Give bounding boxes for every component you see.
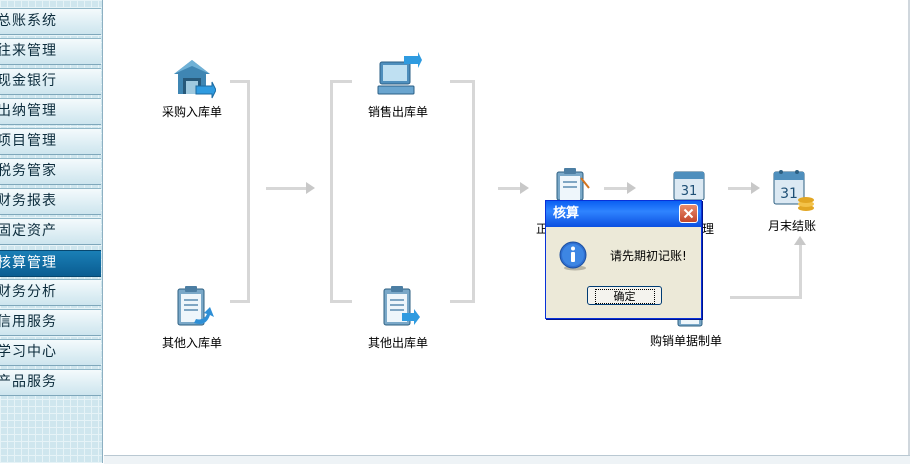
ok-button-label: 确定 [594,288,655,304]
alert-dialog: 核算 请先期初记账! 确定 [545,200,702,319]
sidebar-item-fixed-assets[interactable]: 固定资产 [0,218,101,245]
svg-text:31: 31 [780,186,798,202]
close-icon [683,208,694,219]
ok-button[interactable]: 确定 [587,286,662,305]
node-other-inbound[interactable]: 其他入库单 [142,283,242,351]
dialog-title: 核算 [553,206,580,221]
sidebar-item-cash-bank[interactable]: 现金银行 [0,68,101,95]
warehouse-icon [174,60,216,99]
status-strip [104,455,910,464]
node-label: 销售出库单 [367,105,428,119]
sidebar-item-reports[interactable]: 财务报表 [0,188,101,215]
sidebar-item-cashier[interactable]: 出纳管理 [0,98,101,125]
node-other-outbound[interactable]: 其他出库单 [348,283,448,351]
sidebar-item-credit[interactable]: 信用服务 [0,309,101,336]
sidebar-item-products[interactable]: 产品服务 [0,369,101,396]
sidebar-item-tax[interactable]: 税务管家 [0,158,101,185]
computer-icon [377,52,422,95]
node-hidden-calendar-icon[interactable]: 31 [670,166,710,201]
clipboard-icon [556,168,590,201]
sidebar-item-projects[interactable]: 项目管理 [0,128,101,155]
sidebar-item-learning[interactable]: 学习中心 [0,339,101,366]
sidebar-item-analysis[interactable]: 财务分析 [0,279,101,306]
sidebar-item-accounting[interactable]: 核算管理 [0,250,101,277]
node-sales-outbound[interactable]: 销售出库单 [348,52,448,120]
svg-text:31: 31 [681,184,698,199]
node-hidden-voucher-icon[interactable] [551,166,591,201]
node-label: 采购入库单 [161,105,222,119]
node-label: 其他出库单 [367,336,428,350]
calendar-icon: 31 [773,170,814,211]
flow-canvas [104,0,910,463]
node-label-fragment: 理 [702,222,715,236]
clipboard-icon [177,286,214,326]
sidebar-item-receivables[interactable]: 往来管理 [0,38,101,65]
sidebar-item-general-ledger[interactable]: 总账系统 [0,8,101,35]
node-purchase-inbound[interactable]: 采购入库单 [142,52,242,120]
window-edge [908,0,910,455]
node-label: 其他入库单 [161,336,222,350]
sidebar-nav: 总账系统 往来管理 现金银行 出纳管理 项目管理 税务管家 财务报表 固定资产 … [0,0,103,463]
calendar-icon: 31 [673,171,705,201]
clipboard-icon [383,286,420,326]
info-icon [559,241,587,271]
dialog-message: 请先期初记账! [610,249,687,263]
dialog-titlebar[interactable]: 核算 [546,201,701,227]
node-month-end-close[interactable]: 31 月末结账 [742,166,842,234]
node-label: 月末结账 [767,219,816,233]
close-button[interactable] [679,204,698,223]
node-label-purchase-sales-voucher: 购销单据制单 [650,334,723,348]
